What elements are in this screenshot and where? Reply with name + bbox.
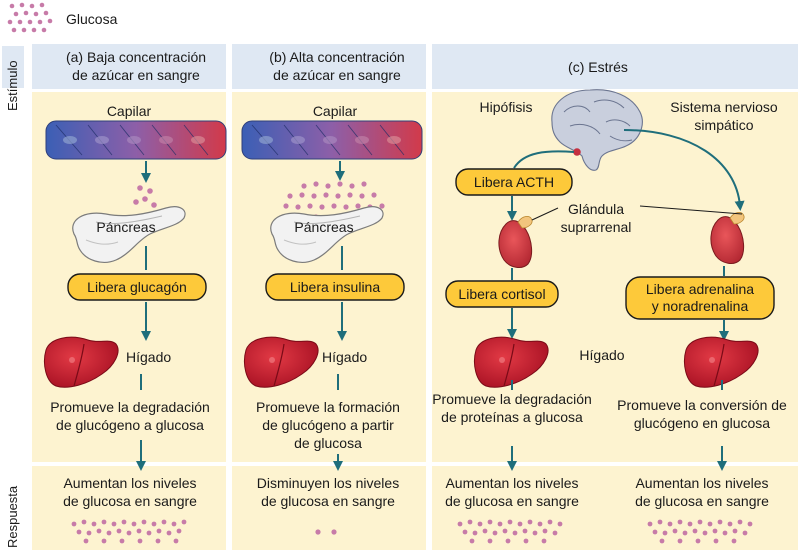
effect-c-right-line1: Promueve la conversión de [617, 397, 787, 413]
response-panel-b [232, 466, 426, 550]
organ-label-b: Páncreas [294, 219, 353, 235]
glucose-dots-b-response [315, 529, 337, 535]
organ-label-a: Páncreas [96, 219, 155, 235]
glucose-dots-a-few [133, 185, 157, 208]
adrenal-label-line1: Glándula [568, 201, 624, 217]
header-b-line2: de azúcar en sangre [273, 67, 401, 83]
effect-c-right-line2: glucógeno en glucosa [634, 415, 770, 431]
header-panel-b [232, 44, 426, 89]
header-c: (c) Estrés [568, 59, 628, 75]
header-a-line2: de azúcar en sangre [72, 67, 200, 83]
liver-label-c: Hígado [579, 347, 624, 363]
arrow-c-nervous [623, 129, 745, 211]
adrenal-leader-right [639, 205, 743, 215]
glucose-dots-c-left-response [457, 519, 563, 544]
side-label-response: Respuesta [5, 485, 20, 548]
effect-b-line3: de glucosa [294, 435, 362, 451]
arrow-c-pituitary [513, 150, 575, 169]
adrenal-label-line2: suprarrenal [561, 219, 632, 235]
action-label-b: Libera insulina [290, 279, 380, 295]
response-c-right-line1: Aumentan los niveles [635, 475, 768, 491]
capillary-icon-a [45, 120, 227, 160]
effect-a-line2: de glucógeno a glucosa [56, 417, 204, 433]
response-a-line1: Aumentan los niveles [63, 475, 196, 491]
effect-b-line2: de glucógeno a partir [262, 417, 394, 433]
action-pill-a [67, 273, 207, 301]
glucose-legend-dots [7, 2, 53, 33]
nervous-label-line2: simpático [694, 117, 753, 133]
adrenaline-pill [625, 276, 775, 320]
effect-b-line1: Promueve la formación [256, 399, 400, 415]
side-label-stimulus: Estímulo [5, 60, 20, 111]
legend-label: Glucosa [66, 11, 118, 27]
adrenaline-label-line1: Libera adrenalina [646, 281, 754, 297]
legend: Glucosa [7, 2, 118, 33]
response-c-right-line2: de glucosa en sangre [635, 493, 769, 509]
action-pill-b [265, 273, 405, 301]
response-c-left-line2: de glucosa en sangre [445, 493, 579, 509]
liver-label-b: Hígado [322, 349, 367, 365]
capillary-icon-b [241, 120, 423, 160]
response-b-line2: de glucosa en sangre [261, 493, 395, 509]
response-b-line1: Disminuyen los niveles [257, 475, 399, 491]
pituitary-gland-icon [573, 148, 581, 156]
side-label-stimulus-group: Estímulo [2, 46, 24, 111]
vessel-label-a: Capilar [107, 103, 152, 119]
cortisol-label: Libera cortisol [458, 286, 545, 302]
effect-a-line1: Promueve la degradación [50, 399, 210, 415]
glucose-dots-c-right-response [647, 519, 753, 544]
liver-label-a: Hígado [126, 349, 171, 365]
adrenal-leader-left [531, 207, 559, 221]
side-label-response-group: Respuesta [5, 485, 20, 548]
header-b-line1: (b) Alta concentración [269, 49, 404, 65]
response-c-left-line1: Aumentan los niveles [445, 475, 578, 491]
effect-c-left-line1: Promueve la degradación [432, 391, 592, 407]
header-a-line1: (a) Baja concentración [66, 49, 206, 65]
response-panel-c [432, 466, 798, 550]
response-a-line2: de glucosa en sangre [63, 493, 197, 509]
acth-label: Libera ACTH [474, 174, 554, 190]
adrenaline-label-line2: y noradrenalina [652, 298, 749, 314]
header-panel-a [32, 44, 226, 89]
effect-c-left-line2: de proteínas a glucosa [441, 409, 583, 425]
glucose-dots-a-response [71, 519, 187, 544]
pituitary-label: Hipófisis [480, 99, 533, 115]
response-panel-a [32, 466, 226, 550]
acth-pill [455, 168, 573, 196]
cortisol-pill [445, 280, 559, 308]
nervous-label-line1: Sistema nervioso [670, 99, 778, 115]
header-panel-c [432, 44, 798, 89]
vessel-label-b: Capilar [313, 103, 358, 119]
action-label-a: Libera glucagón [87, 279, 187, 295]
